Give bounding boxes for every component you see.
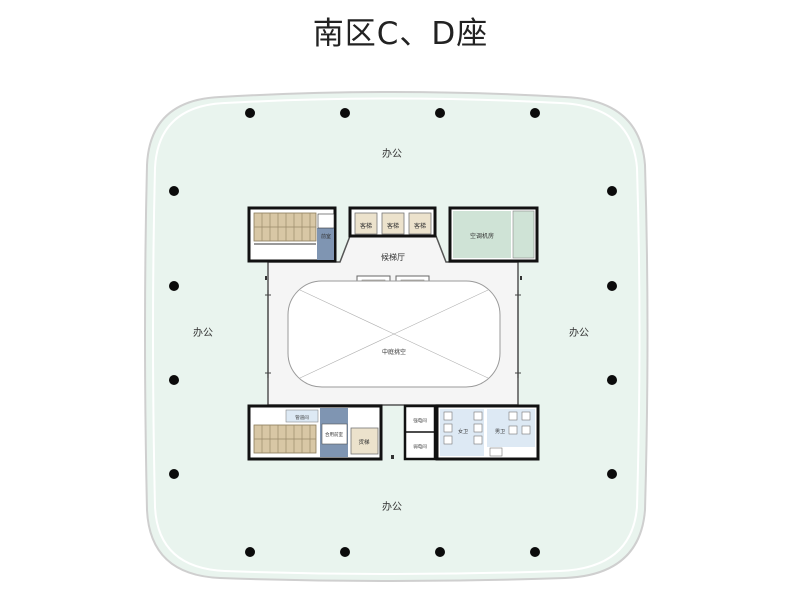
room-label: 客梯 [360, 222, 372, 230]
elevator-bank-top: 客梯 客梯 客梯 [348, 206, 437, 238]
zone-label-bottom: 办公 [382, 500, 402, 513]
stair-block-bottom-left: 管道间 合用前室 货梯 [247, 404, 383, 461]
column [245, 108, 255, 118]
room-label: 弱电间 [413, 443, 427, 450]
room-label: 男卫 [495, 429, 505, 435]
stair-block-top-left: 前室 [247, 206, 337, 263]
room-label: 强电间 [413, 417, 427, 424]
column [607, 281, 617, 291]
room-label: 客梯 [414, 222, 426, 230]
room-label: 合用前室 [325, 431, 343, 438]
column [435, 547, 445, 557]
page-title: 南区C、D座 [312, 16, 489, 52]
column [169, 281, 179, 291]
room-label: 客梯 [387, 222, 399, 230]
column [340, 547, 350, 557]
column [607, 469, 617, 479]
column [169, 186, 179, 196]
zone-label-top: 办公 [382, 147, 402, 160]
room-label: 货梯 [358, 438, 370, 446]
room-label: 前室 [321, 233, 331, 240]
room-label: 管道间 [295, 414, 309, 421]
column [435, 108, 445, 118]
column [607, 186, 617, 196]
zone-label-left: 办公 [193, 326, 213, 339]
atrium-void: 中庭挑空 [287, 280, 501, 388]
column [607, 375, 617, 385]
electrical-rooms: 强电间 弱电间 [403, 404, 437, 461]
atrium-label: 中庭挑空 [382, 348, 406, 356]
column [340, 108, 350, 118]
toilet-block: 女卫 男卫 [435, 404, 540, 461]
room-label: 女卫 [458, 428, 468, 435]
column [245, 547, 255, 557]
zone-label-right: 办公 [569, 326, 589, 339]
floor-slab-inner [152, 97, 641, 575]
column [530, 108, 540, 118]
door-markers [265, 276, 522, 459]
column [530, 547, 540, 557]
column [169, 469, 179, 479]
column [169, 375, 179, 385]
room-label: 空调机房 [470, 232, 494, 240]
ac-room: 空调机房 [448, 206, 539, 263]
atrium-railing [265, 290, 521, 378]
structural-columns [169, 108, 617, 557]
lobby-label: 候梯厅 [381, 252, 405, 262]
